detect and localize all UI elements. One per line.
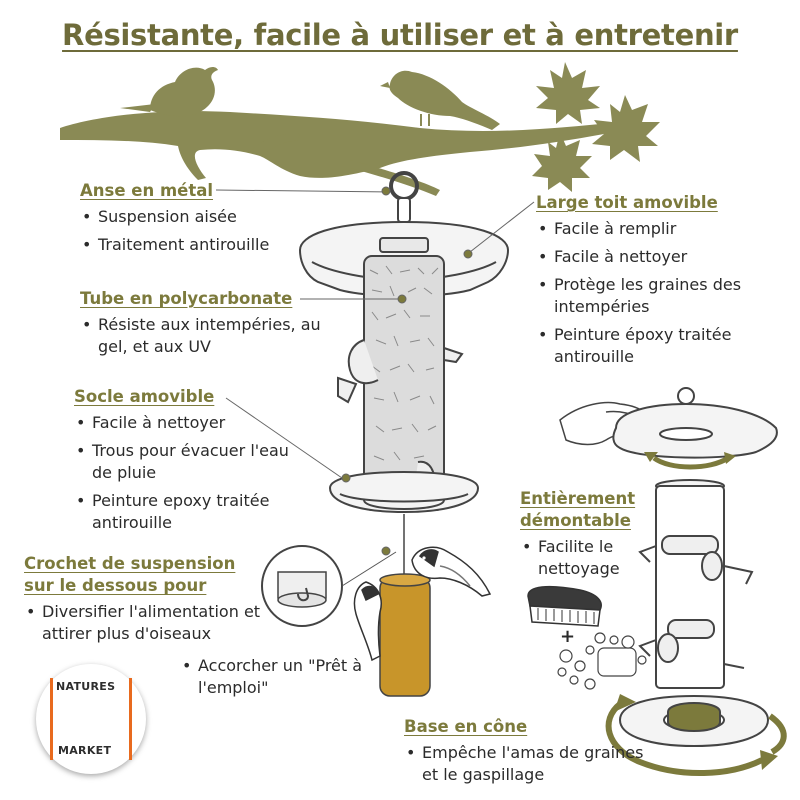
section-toit: Large toit amovible Facile à remplir Fac…: [536, 192, 756, 374]
section-heading-line1: Entièrement: [520, 489, 636, 508]
logo-frame: [50, 678, 132, 760]
list-item: Peinture epoxy traitée antirouille: [74, 490, 294, 534]
base-disassembled: [618, 694, 770, 748]
page-title: Résistante, facile à utiliser et à entre…: [62, 18, 738, 52]
section-heading: Base en cône: [404, 717, 528, 736]
tit-bird-icon: [353, 581, 382, 662]
tube-disassembled: [638, 479, 754, 689]
brand-logo: NATURES MARKET: [36, 664, 146, 774]
logo-text-line1: NATURES: [56, 680, 116, 693]
section-cone: Base en cône Empêche l'amas de graines e…: [404, 716, 644, 792]
hook-zoom-illustration: [261, 545, 397, 627]
section-demontable: Entièrement démontable Facilite le netto…: [520, 488, 650, 586]
bird-feeder-illustration: [298, 171, 510, 514]
section-heading: Anse en métal: [80, 181, 214, 200]
section-heading: Socle amovible: [74, 387, 215, 406]
section-crochet: Crochet de suspension sur le dessous pou…: [24, 553, 274, 651]
section-tube: Tube en polycarbonate Résiste aux intemp…: [80, 288, 340, 364]
list-item: Diversifier l'alimentation et attirer pl…: [24, 601, 274, 645]
list-item: Empêche l'amas de graines et le gaspilla…: [404, 742, 644, 786]
list-item: Facile à nettoyer: [74, 412, 294, 434]
bird-icon: [120, 67, 218, 124]
list-item: Accorcher un "Prêt à l'emploi": [180, 655, 380, 699]
list-item: Peinture époxy traitée antirouille: [536, 324, 756, 368]
list-item: Trous pour évacuer l'eau de pluie: [74, 440, 294, 484]
section-heading-line2: démontable: [520, 511, 631, 530]
roof-disassembled: [612, 387, 778, 459]
list-item: Suspension aisée: [80, 206, 269, 228]
seed-pattern: [369, 265, 439, 491]
section-anse: Anse en métal Suspension aisée Traitemen…: [80, 180, 269, 262]
bird-icon: [380, 70, 500, 130]
list-item: Facile à nettoyer: [536, 246, 756, 268]
brush-icon: [527, 585, 602, 627]
tit-bird-icon: [411, 546, 492, 597]
list-item: Facile à remplir: [536, 218, 756, 240]
list-item: Traitement antirouille: [80, 234, 269, 256]
rotate-arrow-icon: [644, 452, 736, 470]
section-heading: Large toit amovible: [536, 193, 718, 212]
soap-icon: [557, 632, 647, 690]
section-socle: Socle amovible Facile à nettoyer Trous p…: [74, 386, 294, 540]
list-item: Protège les graines des intempéries: [536, 274, 756, 318]
section-heading-line2: sur le dessous pour: [24, 576, 207, 595]
suet-feeder-illustration: [379, 514, 431, 697]
list-item: Facilite le nettoyage: [520, 536, 650, 580]
plus-sign: +: [560, 626, 576, 647]
section-heading-line1: Crochet de suspension: [24, 554, 236, 573]
maple-leaf-icon: [532, 62, 660, 192]
section-heading: Tube en polycarbonate: [80, 289, 293, 308]
logo-text-line2: MARKET: [58, 744, 112, 757]
list-item: Résiste aux intempéries, au gel, et aux …: [80, 314, 340, 358]
section-crochet-sub: Accorcher un "Prêt à l'emploi": [180, 655, 380, 705]
